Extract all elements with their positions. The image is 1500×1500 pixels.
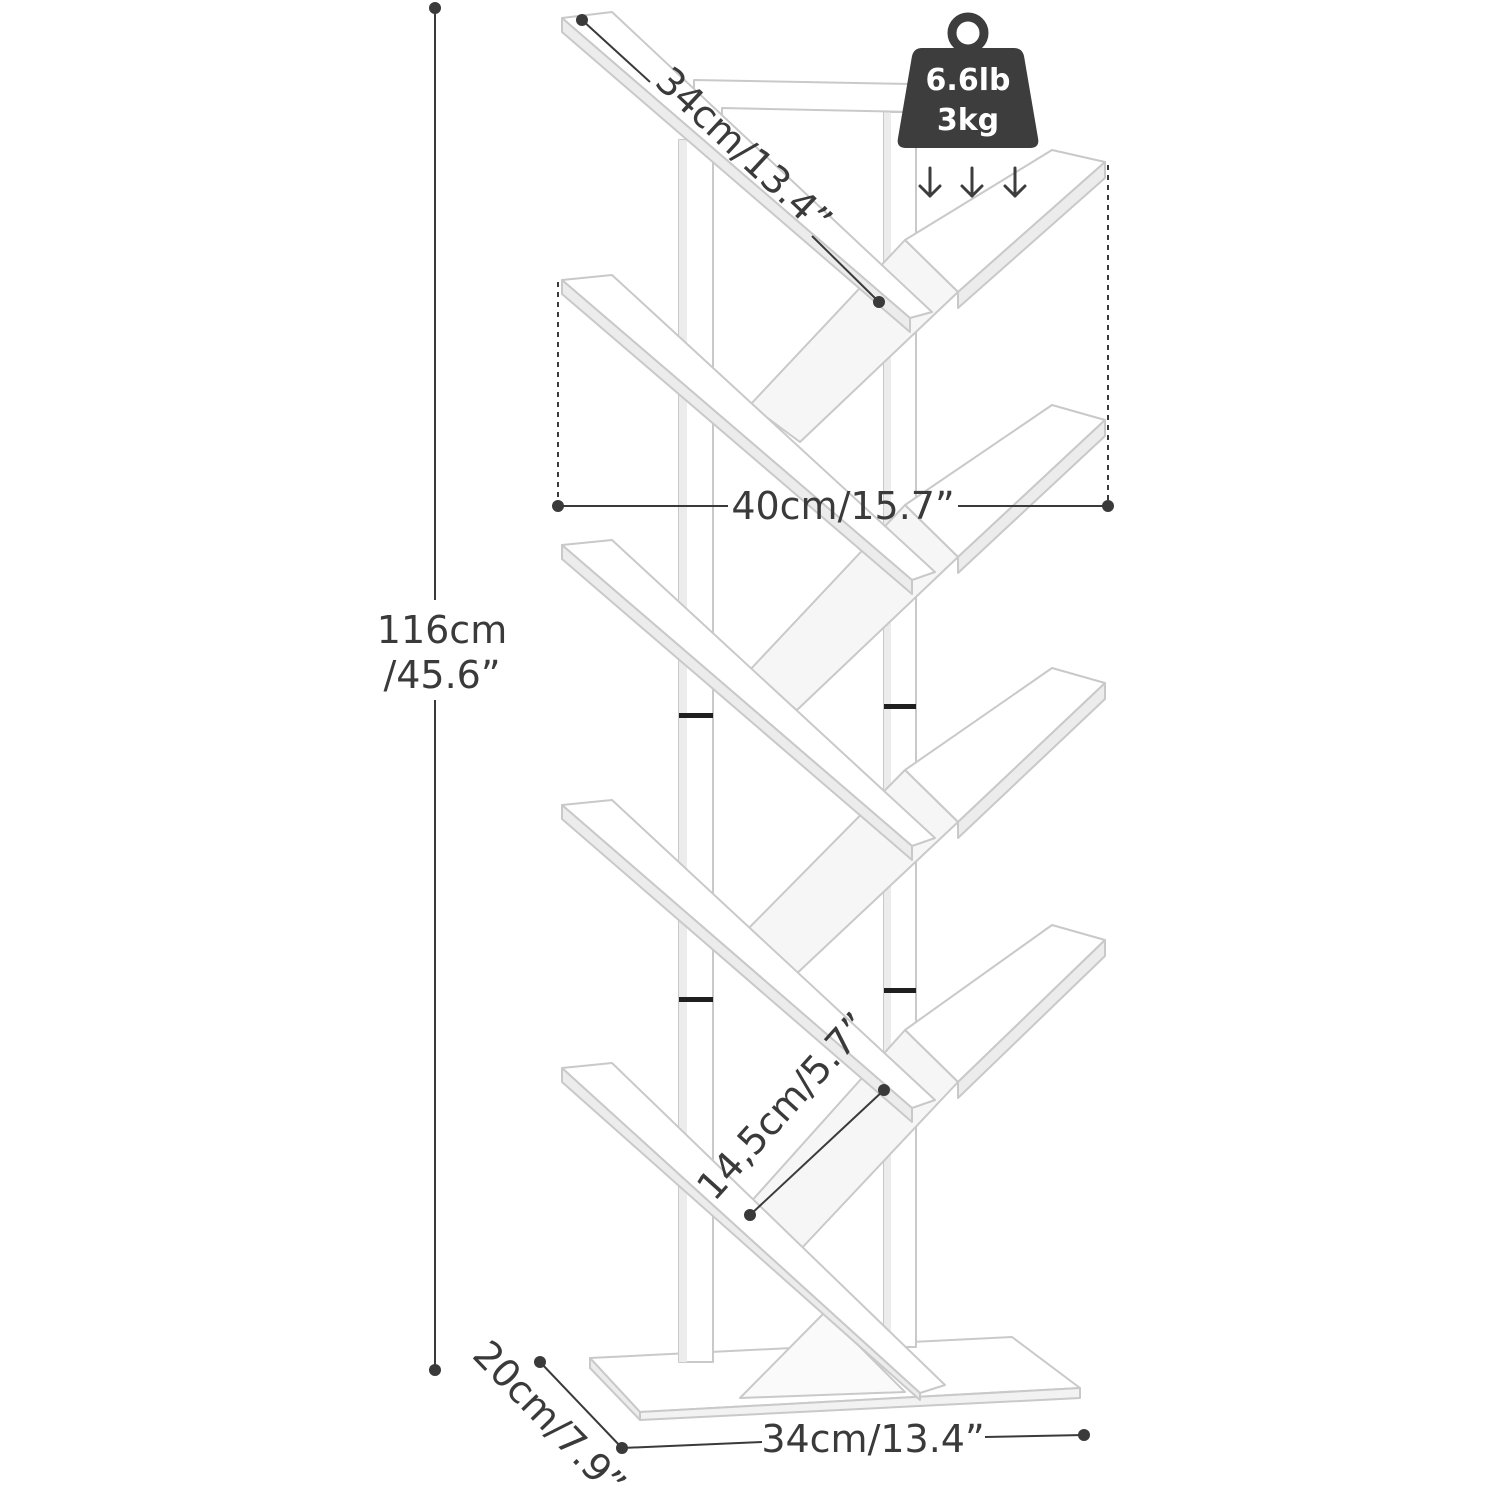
tree-bookshelf-illustration	[561, 11, 1106, 1421]
base-width-dimension	[621, 1429, 1090, 1449]
overall-width-label: 40cm/15.7”	[731, 484, 954, 528]
weight-icon	[897, 12, 1039, 148]
down-arrow-icon	[960, 166, 984, 198]
load-capacity-badge: 6.6lb 3kg	[897, 12, 1039, 198]
left-shelf	[561, 11, 933, 333]
shelf-length-dimension	[576, 14, 885, 308]
base-width-label: 34cm/13.4”	[761, 1417, 984, 1461]
load-value-imperial: 6.6lb	[926, 63, 1011, 98]
down-arrow-icon	[918, 166, 942, 198]
post-joint	[884, 704, 916, 709]
height-label-line1: 116cm	[377, 608, 507, 652]
shelf-spacing-dimension	[744, 1084, 890, 1221]
left-shelf	[561, 274, 936, 595]
load-value-metric: 3kg	[937, 103, 999, 138]
height-dimension	[429, 2, 441, 1376]
height-label-line2: /45.6”	[383, 653, 500, 697]
base-depth-dimension	[534, 1356, 628, 1454]
overall-width-dimension	[552, 165, 1114, 512]
down-arrow-icon	[1003, 166, 1027, 198]
post-joint	[679, 997, 713, 1002]
left-shelf	[561, 1062, 946, 1401]
left-shelf	[561, 539, 936, 861]
dimension-lines	[429, 2, 1114, 1454]
post-joint	[884, 988, 916, 993]
post-joint	[679, 713, 713, 718]
left-shelf	[561, 799, 936, 1123]
